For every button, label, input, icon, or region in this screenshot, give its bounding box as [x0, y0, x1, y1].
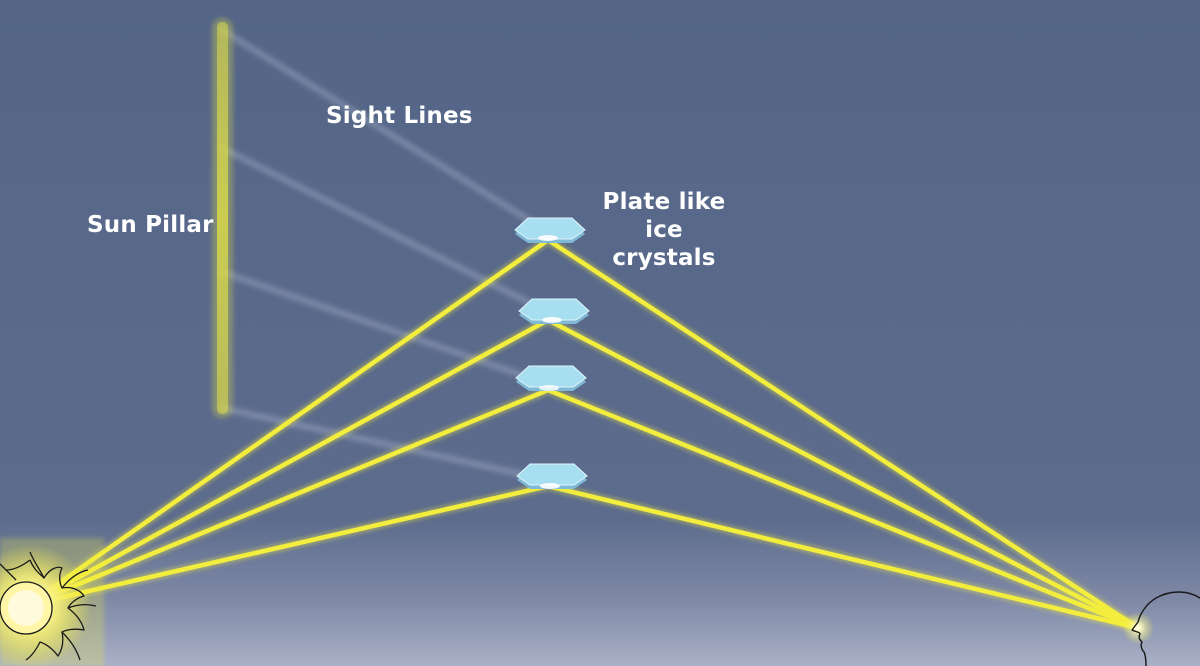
sight-line-4 — [218, 404, 552, 484]
sight-line-2 — [218, 144, 552, 316]
ice-crystal-icon — [515, 365, 587, 391]
ice-crystal-icon — [518, 298, 590, 324]
observer-head-icon — [1122, 591, 1200, 666]
sun-icon — [0, 538, 104, 666]
sun-pillar-label: Sun Pillar — [87, 212, 214, 238]
ice-crystals — [514, 217, 590, 489]
sun-pillar — [212, 18, 233, 418]
sight-line-3 — [218, 268, 552, 388]
ice-crystal-icon — [514, 217, 586, 243]
ice-crystals-label-line2: crystals — [612, 245, 716, 271]
ice-crystals-label-line1: Plate like ice — [602, 189, 726, 243]
ice-crystals-label: Plate like ice crystals — [586, 188, 742, 272]
sight-line-1 — [218, 26, 552, 236]
sight-lines — [218, 26, 552, 484]
ice-crystal-icon — [516, 463, 588, 489]
sight-lines-label: Sight Lines — [326, 103, 473, 129]
